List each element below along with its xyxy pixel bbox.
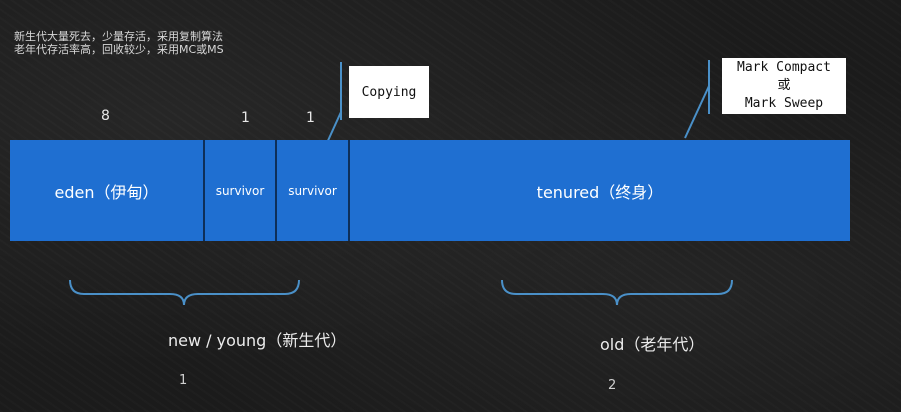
mark-or-label: 或	[777, 78, 791, 93]
tenured-label: tenured（终身）	[536, 182, 664, 202]
survivor-from-ratio: 1	[241, 110, 250, 126]
mark-pointer-line	[684, 85, 710, 139]
eden-segment: eden（伊甸）	[10, 140, 203, 241]
survivor-to-label: survivor	[288, 183, 337, 198]
note-young-generation: 新生代大量死去，少量存活，采用复制算法	[14, 30, 223, 43]
tenured-segment: tenured（终身）	[348, 140, 850, 241]
eden-ratio: 8	[101, 108, 110, 124]
old-generation-label: old（老年代）	[600, 335, 705, 354]
copying-label: Copying	[361, 84, 417, 100]
young-generation-label: new / young（新生代）	[168, 331, 347, 350]
heap-memory-bar: eden（伊甸） survivor survivor tenured（终身）	[10, 140, 850, 241]
survivor-from-label: survivor	[215, 183, 265, 198]
mark-compact-label: Mark Compact	[737, 60, 831, 75]
survivor-to-ratio: 1	[306, 110, 315, 126]
old-brace	[501, 279, 733, 306]
young-brace	[69, 279, 300, 306]
survivor-to-segment: survivor	[275, 140, 348, 241]
eden-label: eden（伊甸）	[54, 182, 159, 202]
page-mark-left: 1	[179, 373, 188, 388]
mark-sweep-label: Mark Sweep	[744, 96, 824, 111]
mark-algorithm-callout: Mark Compact 或 Mark Sweep	[722, 58, 846, 114]
note-old-generation: 老年代存活率高，回收较少，采用MC或MS	[14, 43, 224, 56]
page-mark-right: 2	[608, 378, 617, 393]
copying-callout: Copying	[349, 66, 429, 118]
survivor-from-segment: survivor	[203, 140, 275, 241]
copying-pointer-line	[325, 111, 342, 146]
